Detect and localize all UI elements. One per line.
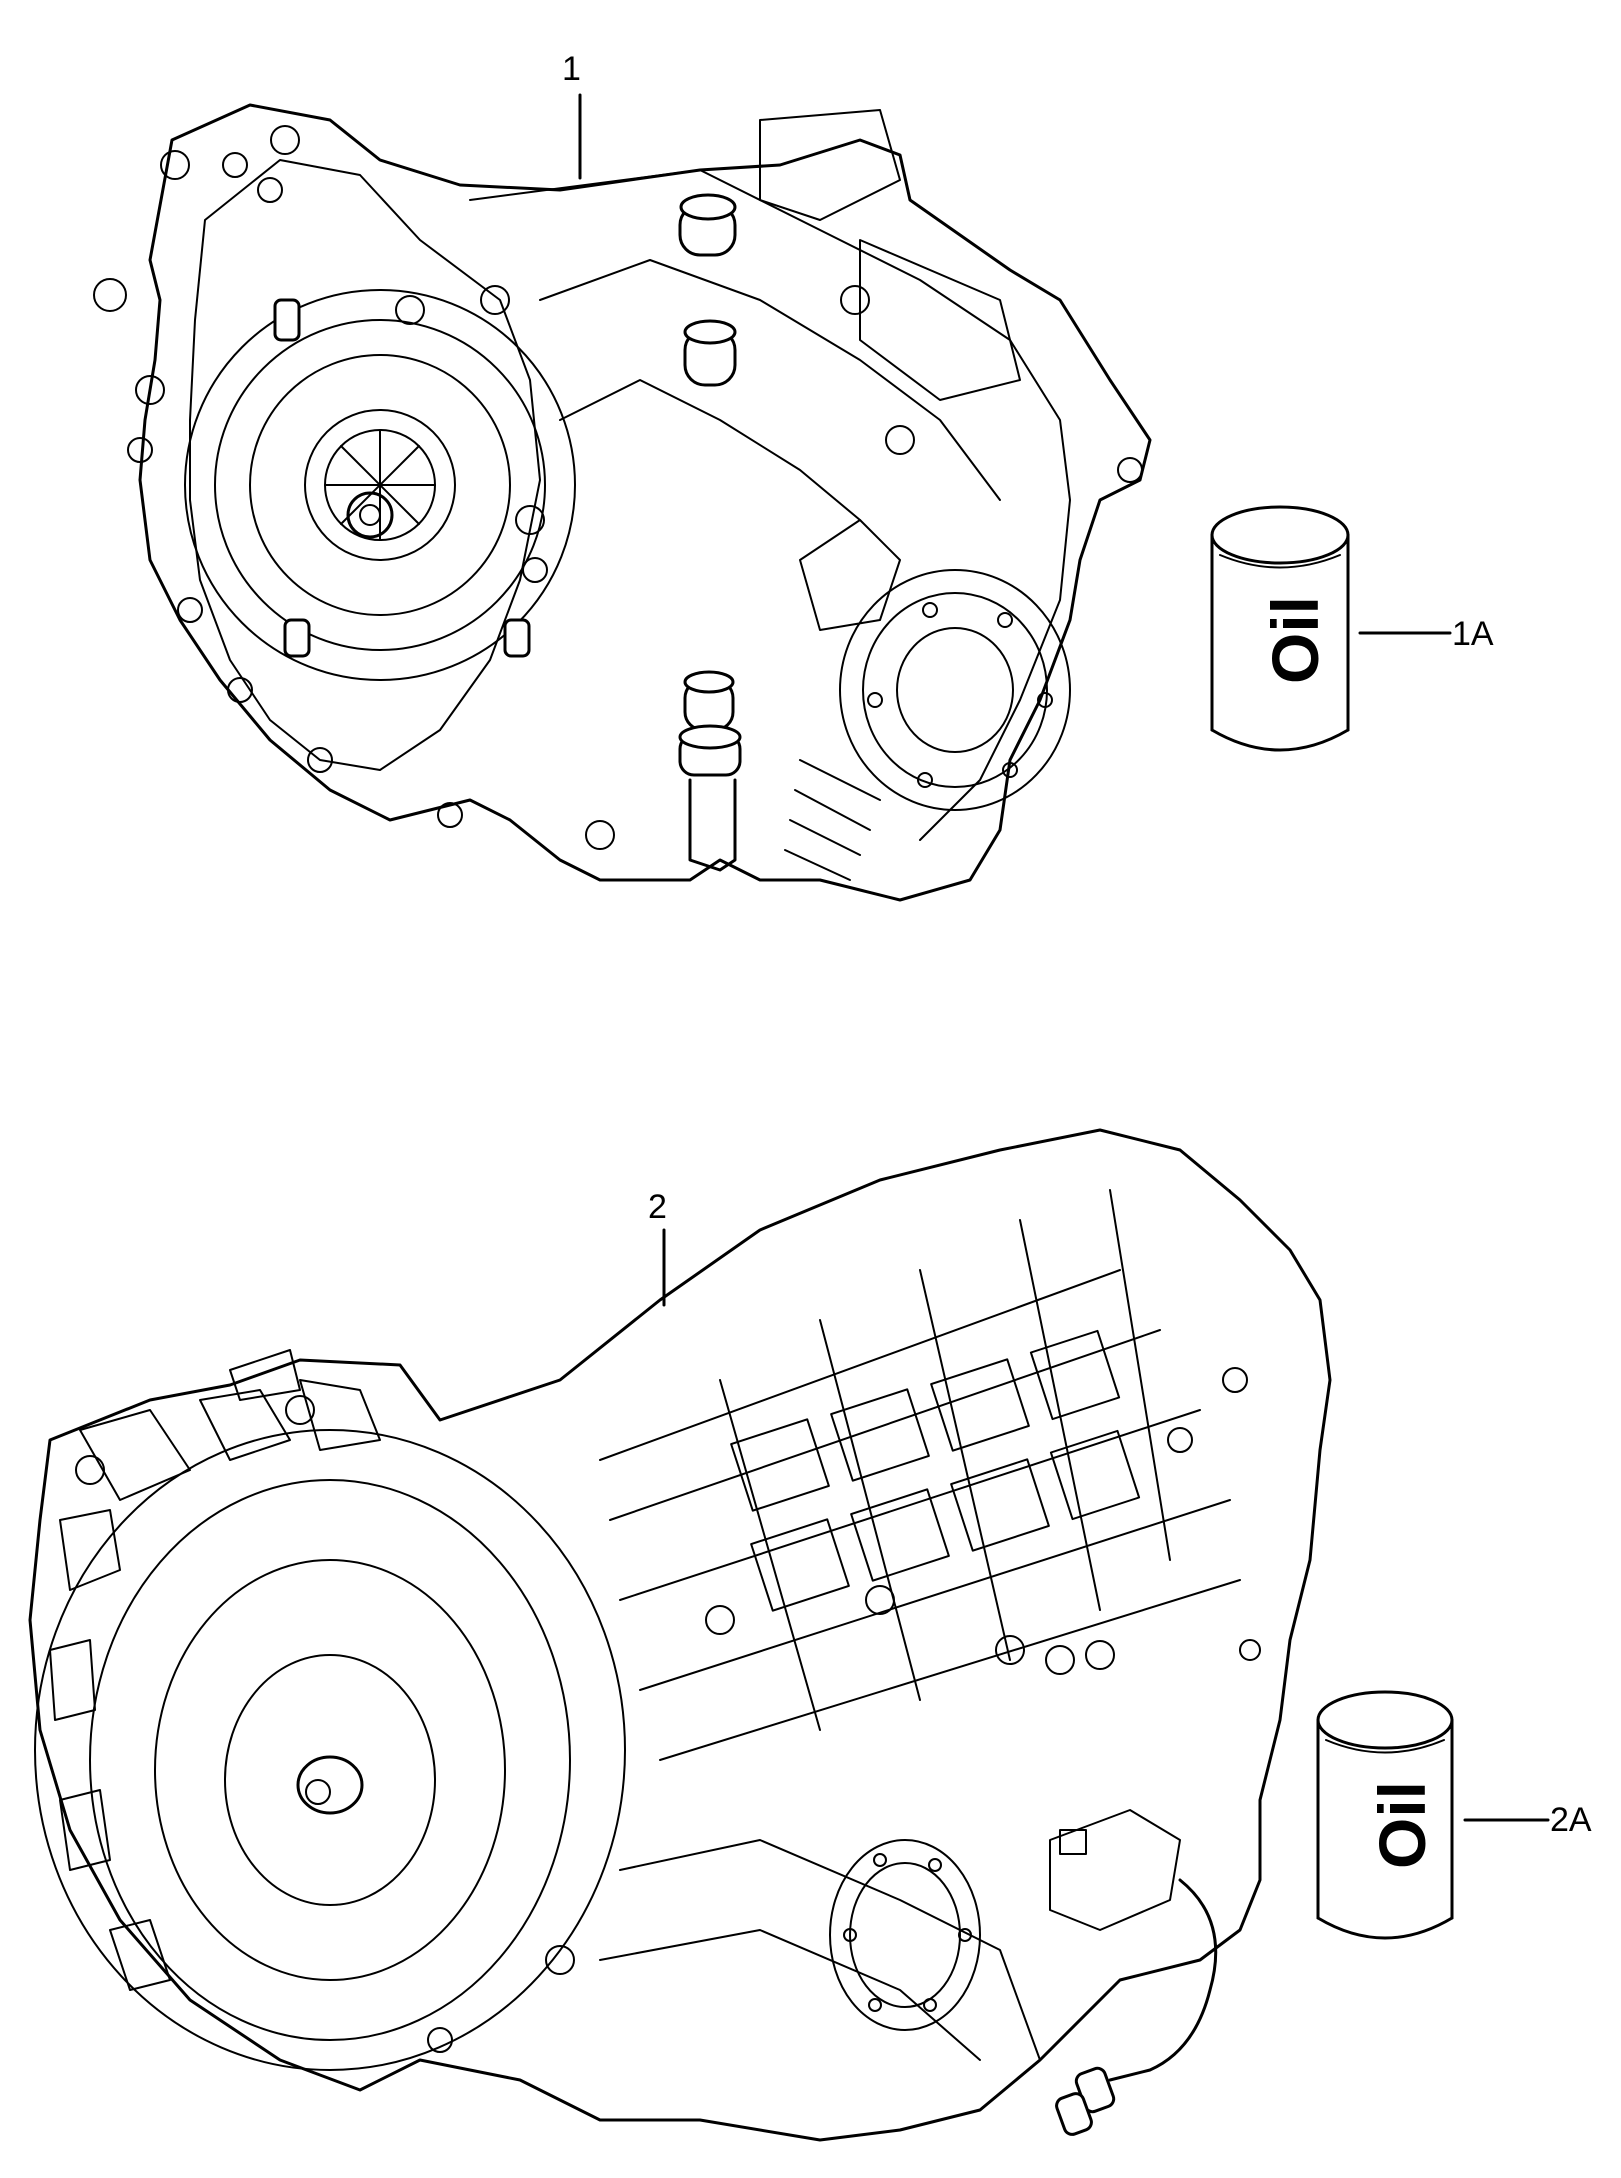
oil-can-2a-label: Oil xyxy=(1365,1781,1439,1869)
automatic-gearbox-illustration xyxy=(28,1128,1332,2142)
callout-part-1: 1 xyxy=(562,50,581,88)
callout-part-1a: 1A xyxy=(1452,615,1494,653)
oil-can-1a-illustration: Oil xyxy=(1210,505,1452,752)
oil-can-1a-label: Oil xyxy=(1258,596,1332,684)
manual-gearbox-illustration xyxy=(93,93,1152,902)
callout-part-2a: 2A xyxy=(1550,1801,1592,1839)
oil-can-2a-illustration: Oil xyxy=(1316,1690,1550,1940)
callout-part-2: 2 xyxy=(648,1188,667,1226)
